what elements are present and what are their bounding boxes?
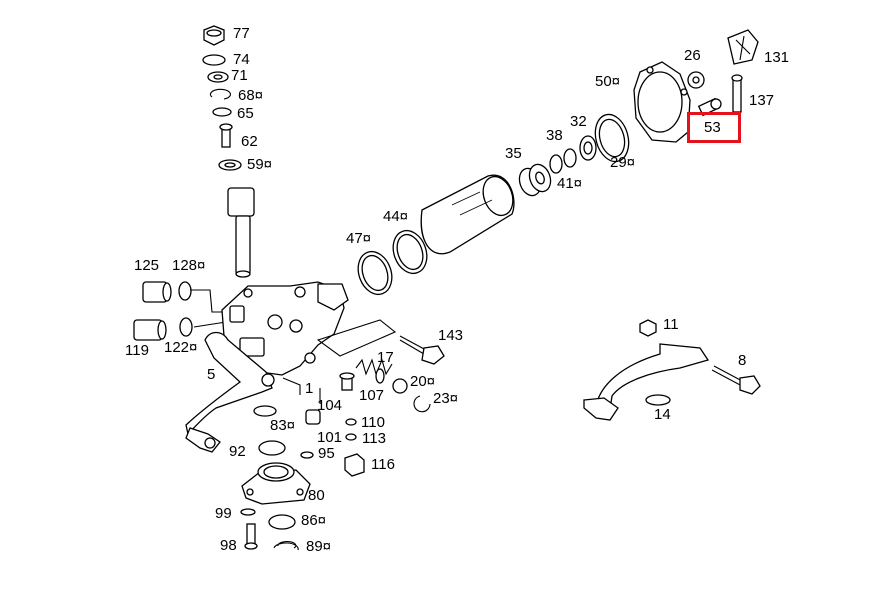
coupling-131 — [727, 29, 759, 65]
washer-74 — [202, 54, 226, 66]
seal-89 — [273, 540, 299, 551]
seal-122 — [179, 317, 193, 337]
bolt-53 — [697, 97, 722, 117]
label-71[interactable]: 71 — [231, 67, 248, 84]
label-17[interactable]: 17 — [377, 349, 394, 366]
label-99[interactable]: 99 — [215, 505, 232, 522]
label-44[interactable]: 44¤ — [383, 208, 409, 225]
label-35[interactable]: 35 — [505, 145, 522, 162]
label-128[interactable]: 128¤ — [172, 257, 206, 274]
label-26[interactable]: 26 — [684, 47, 701, 64]
cover-50 — [633, 61, 691, 143]
label-98[interactable]: 98 — [220, 537, 237, 554]
spring-17 — [355, 358, 393, 384]
label-92[interactable]: 92 — [229, 443, 246, 460]
label-29[interactable]: 29¤ — [610, 154, 636, 171]
washer-95 — [300, 451, 314, 459]
washer-65 — [212, 107, 232, 117]
label-131[interactable]: 131 — [764, 49, 790, 66]
bolt-62 — [219, 123, 233, 148]
label-62[interactable]: 62 — [241, 133, 258, 150]
label-32[interactable]: 32 — [570, 113, 587, 130]
label-65[interactable]: 65 — [237, 105, 254, 122]
label-20[interactable]: 20¤ — [410, 373, 436, 390]
washer-14 — [645, 394, 671, 406]
circlip-68 — [209, 88, 231, 100]
label-53[interactable]: 53 — [704, 119, 721, 136]
label-83[interactable]: 83¤ — [270, 417, 296, 434]
nut-11 — [639, 319, 657, 337]
ring-41 — [563, 148, 577, 168]
label-14[interactable]: 14 — [654, 406, 671, 423]
label-110[interactable]: 110 — [361, 414, 385, 431]
idler-arm — [583, 343, 710, 421]
label-59[interactable]: 59¤ — [247, 156, 273, 173]
bolt-8 — [711, 365, 761, 395]
fitting-119 — [133, 319, 167, 341]
label-77[interactable]: 77 — [233, 25, 250, 42]
nut-77 — [203, 25, 225, 46]
label-137[interactable]: 137 — [749, 92, 775, 109]
valve-101 — [305, 409, 321, 425]
label-143[interactable]: 143 — [438, 327, 464, 344]
pitman-arm-5 — [185, 331, 275, 453]
washer-20 — [392, 378, 408, 394]
seal-83 — [253, 405, 277, 417]
bolt-98 — [244, 523, 258, 550]
label-89[interactable]: 89¤ — [306, 538, 332, 555]
label-122[interactable]: 122¤ — [164, 339, 198, 356]
label-119[interactable]: 119 — [125, 342, 149, 359]
label-11[interactable]: 11 — [663, 316, 679, 333]
plug-116 — [344, 453, 365, 477]
highlight-box-53 — [687, 112, 741, 143]
ring-110 — [345, 418, 357, 426]
ring-113 — [345, 433, 357, 441]
label-113[interactable]: 113 — [362, 430, 386, 447]
plunger-107 — [339, 372, 355, 391]
seal-86 — [268, 514, 296, 530]
label-101[interactable]: 101 — [317, 429, 343, 446]
sector-shaft — [227, 187, 255, 278]
label-125[interactable]: 125 — [134, 257, 160, 274]
circlip-23 — [413, 395, 431, 413]
steering-gear-housing — [221, 281, 349, 376]
label-5[interactable]: 5 — [207, 366, 216, 383]
label-68[interactable]: 68¤ — [238, 87, 264, 104]
label-41[interactable]: 41¤ — [557, 175, 583, 192]
label-95[interactable]: 95 — [318, 445, 335, 462]
label-50[interactable]: 50¤ — [595, 73, 621, 90]
label-86[interactable]: 86¤ — [301, 512, 327, 529]
label-116[interactable]: 116 — [371, 456, 395, 473]
label-74[interactable]: 74 — [233, 51, 250, 68]
seal-128 — [178, 281, 192, 301]
valve-35 — [518, 163, 552, 197]
ring-38 — [549, 154, 563, 174]
label-104[interactable]: 104 — [317, 397, 343, 414]
label-38[interactable]: 38 — [546, 127, 563, 144]
piston-44 — [420, 174, 515, 255]
label-23[interactable]: 23¤ — [433, 390, 459, 407]
label-47[interactable]: 47¤ — [346, 230, 372, 247]
label-8[interactable]: 8 — [738, 352, 747, 369]
bolt-137 — [731, 74, 743, 113]
label-107[interactable]: 107 — [359, 387, 385, 404]
label-80[interactable]: 80 — [308, 487, 325, 504]
label-1[interactable]: 1 — [305, 380, 314, 397]
bolt-143 — [399, 335, 445, 365]
washer-99 — [240, 508, 256, 516]
fitting-125 — [142, 281, 172, 303]
seal-92 — [258, 440, 286, 456]
bracket-80 — [241, 462, 311, 505]
